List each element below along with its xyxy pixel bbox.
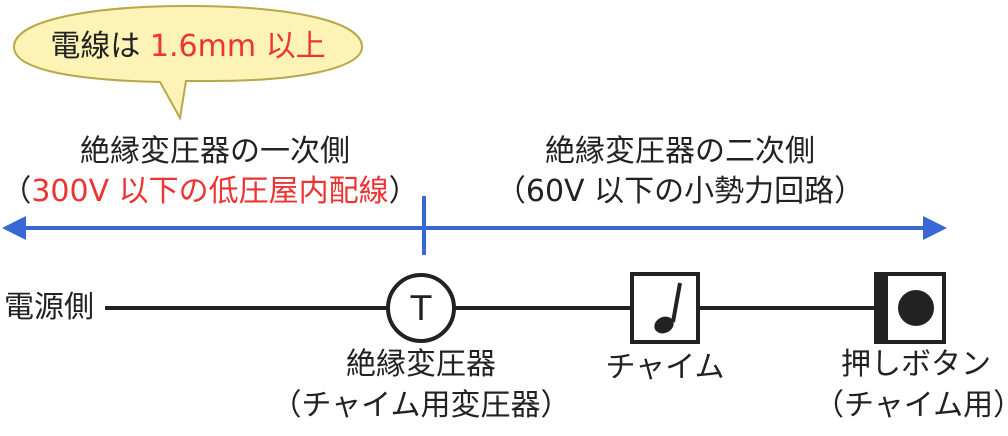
transformer-label-1: 絶縁変圧器 — [346, 347, 496, 382]
push-button-left-bar — [876, 274, 888, 342]
primary-paren-open: （ — [1, 174, 32, 209]
primary-detail-text: 300V 以下の低圧屋内配線 — [31, 174, 389, 209]
transformer-symbol — [386, 273, 456, 343]
primary-paren-close: ） — [388, 174, 419, 209]
callout-prefix: 電線は — [50, 29, 150, 64]
callout-highlight: 1.6mm 以上 — [149, 29, 326, 64]
arrow-head-left — [2, 216, 26, 240]
music-note-icon — [654, 282, 682, 334]
secondary-side-detail: （60V 以下の小勢力回路） — [495, 174, 865, 209]
secondary-side-title: 絶縁変圧器の二次側 — [545, 134, 815, 169]
primary-side-detail: （300V 以下の低圧屋内配線） — [0, 174, 420, 210]
arrow-head-right — [923, 216, 947, 240]
push-button-label-1: 押しボタン — [841, 347, 991, 382]
transformer-symbol-label: T — [410, 289, 432, 329]
callout-text: 電線は 1.6mm 以上 — [14, 29, 362, 65]
push-button-icon — [898, 290, 934, 326]
power-source-label: 電源側 — [4, 290, 94, 325]
chime-label: チャイム — [605, 350, 725, 385]
transformer-label-2: （チャイム用変圧器） — [271, 388, 571, 423]
primary-side-title: 絶縁変圧器の一次側 — [80, 134, 350, 169]
callout-bubble — [12, 4, 364, 122]
push-button-label-2: （チャイム用） — [814, 388, 1008, 423]
